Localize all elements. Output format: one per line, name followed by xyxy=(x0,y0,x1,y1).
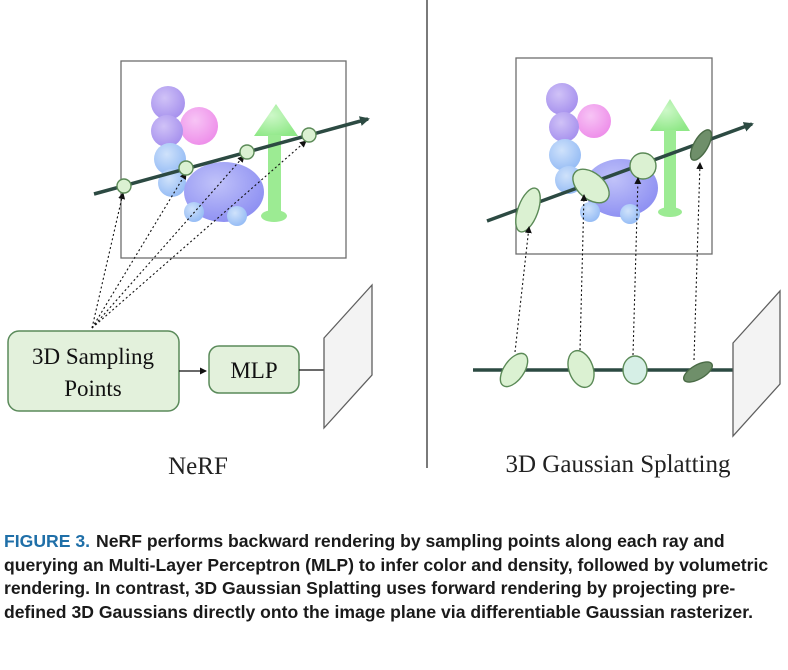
green-stem xyxy=(664,130,676,210)
figure-caption: FIGURE 3.NeRF performs backward renderin… xyxy=(4,530,784,624)
nerf-sample-points xyxy=(116,127,317,194)
projected-gaussian xyxy=(499,352,529,388)
gs-panel: 3D Gaussian Splatting xyxy=(473,57,781,478)
green-cone xyxy=(650,99,690,131)
gaussian-splat xyxy=(629,152,657,180)
green-stem xyxy=(268,135,281,213)
caption-label: FIGURE 3. xyxy=(4,531,91,551)
gs-gaussians-3d xyxy=(515,129,713,233)
purple-sphere xyxy=(549,112,579,142)
purple-sphere xyxy=(151,115,183,147)
nerf-scene-frame xyxy=(120,60,347,259)
blob-wheel xyxy=(227,206,247,226)
gaussian-splat xyxy=(515,187,541,233)
nerf-image-plane xyxy=(323,283,373,430)
sample-point xyxy=(301,127,317,143)
purple-sphere xyxy=(151,86,185,120)
pink-sphere xyxy=(577,104,611,138)
projected-gaussian xyxy=(683,361,713,383)
nerf-panel: 3D Sampling Points MLP NeRF xyxy=(7,60,373,480)
blue-sphere xyxy=(549,139,581,171)
sample-point xyxy=(239,144,255,160)
blob-wheel xyxy=(580,202,600,222)
nerf-sampling-lines xyxy=(91,140,307,329)
sampling-points-label-2: Points xyxy=(64,376,122,401)
blob-wheel xyxy=(620,204,640,224)
gs-gaussians-projected xyxy=(499,349,713,389)
gs-image-plane xyxy=(732,289,781,438)
projected-gaussian xyxy=(622,355,648,385)
nerf-scene-objects xyxy=(151,86,298,226)
blue-sphere xyxy=(154,143,186,175)
green-cone xyxy=(254,104,298,136)
nerf-camera-ray xyxy=(93,116,370,196)
gaussian-splat xyxy=(689,129,713,161)
green-base xyxy=(261,210,287,222)
figure-diagram: 3D Sampling Points MLP NeRF xyxy=(7,0,781,480)
projected-gaussian xyxy=(567,349,595,389)
blob-shape xyxy=(184,162,264,222)
gs-scene-frame xyxy=(515,57,713,255)
sample-point xyxy=(178,160,194,176)
gs-title: 3D Gaussian Splatting xyxy=(506,451,731,478)
gs-projection-lines xyxy=(514,162,704,361)
nerf-title: NeRF xyxy=(168,453,228,480)
sample-point xyxy=(116,178,132,194)
green-base xyxy=(658,207,682,217)
sampling-points-label-1: 3D Sampling xyxy=(32,344,155,369)
purple-sphere xyxy=(546,83,578,115)
pink-sphere xyxy=(180,107,218,145)
mlp-label: MLP xyxy=(230,358,277,383)
caption-text: NeRF performs backward rendering by samp… xyxy=(4,531,769,622)
